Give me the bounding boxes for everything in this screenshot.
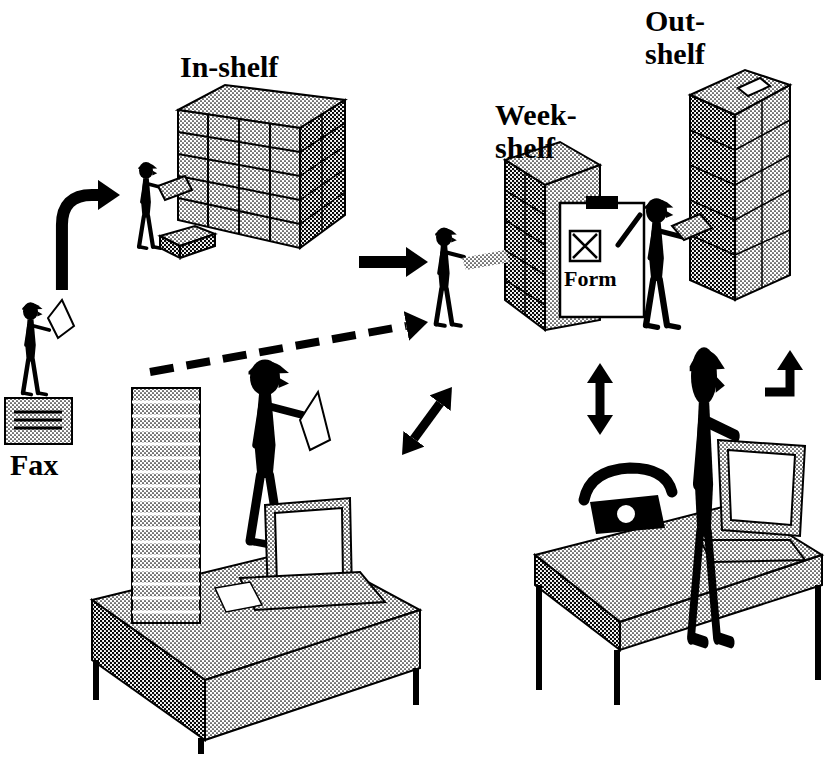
shelf-label: Out- shelf bbox=[645, 4, 735, 70]
paper-stack bbox=[132, 388, 200, 623]
fax-paper bbox=[48, 300, 74, 338]
fax-node: Fax bbox=[2, 290, 150, 492]
out-shelf-person bbox=[645, 198, 683, 327]
left-computer bbox=[215, 498, 385, 612]
held-papers bbox=[672, 214, 712, 240]
shelf-label: Fax bbox=[10, 448, 100, 481]
shelf-label: Week- shelf bbox=[495, 98, 595, 164]
shelf-node: In-shelf bbox=[120, 45, 359, 280]
paper-pile bbox=[160, 234, 215, 258]
flow-arrow bbox=[62, 195, 98, 290]
fax-person bbox=[22, 302, 49, 394]
held-paper bbox=[300, 392, 330, 450]
double-arrow bbox=[414, 403, 440, 439]
form-label: Form bbox=[564, 267, 644, 291]
double-arrow bbox=[596, 383, 605, 415]
held-papers bbox=[158, 176, 192, 200]
shelf-node: Out- shelf bbox=[625, 2, 800, 335]
in-shelf-unit bbox=[178, 85, 345, 248]
out-shelf-unit bbox=[690, 70, 790, 300]
fax-machine bbox=[5, 398, 72, 444]
telephone bbox=[584, 468, 672, 534]
desk-person bbox=[690, 347, 737, 642]
week-shelf-person bbox=[435, 227, 464, 325]
held-papers bbox=[462, 250, 510, 270]
turn-arrow bbox=[765, 370, 790, 392]
right-computer bbox=[700, 440, 805, 562]
dashed-arrow bbox=[150, 326, 406, 372]
clipboard-shape bbox=[558, 195, 648, 320]
form-node: Form bbox=[558, 195, 648, 320]
shelf-label: In-shelf bbox=[180, 50, 355, 83]
flow-arrow bbox=[359, 256, 406, 268]
